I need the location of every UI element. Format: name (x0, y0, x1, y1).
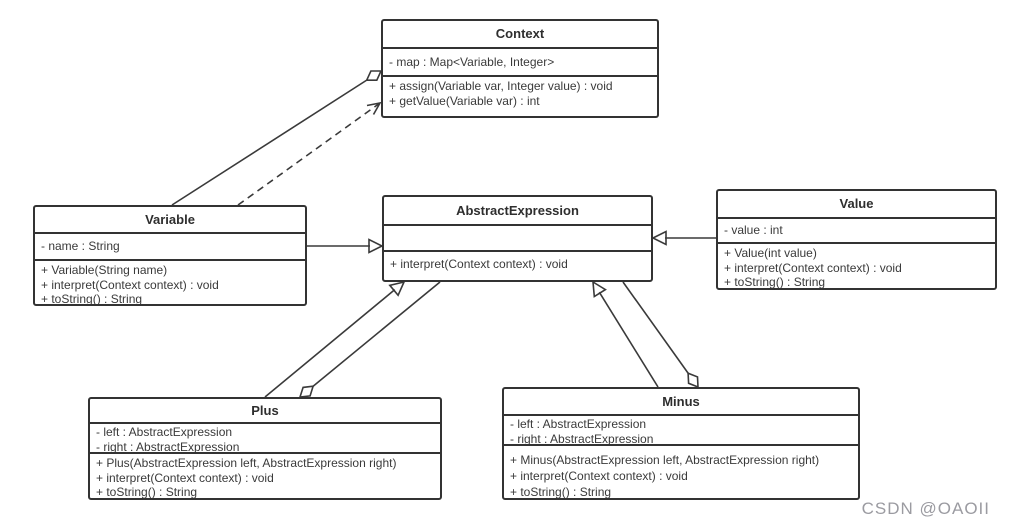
aggregation-line (311, 281, 441, 388)
class-title-value: Value (718, 191, 995, 219)
method-line: + toString() : String (724, 275, 826, 288)
class-box-abstract-expression: AbstractExpression + interpret(Context c… (382, 195, 653, 282)
class-attributes-variable: - name : String (35, 234, 305, 261)
method-line: + interpret(Context context) : void (96, 470, 274, 485)
aggregation-marker (298, 385, 315, 398)
aggregation-line (622, 281, 690, 375)
attribute-line: - right : AbstractExpression (96, 439, 240, 454)
method-line: + toString() : String (96, 485, 198, 498)
method-line: + assign(Variable var, Integer value) : … (389, 79, 613, 93)
class-methods-plus: + Plus(AbstractExpression left, Abstract… (90, 454, 440, 498)
class-box-context: Context - map : Map<Variable, Integer> +… (381, 19, 659, 118)
generalization-marker (651, 230, 667, 246)
class-methods-abstract-expression: + interpret(Context context) : void (384, 252, 651, 280)
method-line: + interpret(Context context) : void (390, 257, 568, 271)
method-line: + toString() : String (41, 292, 143, 304)
method-line: + interpret(Context context) : void (724, 260, 902, 275)
class-title-variable: Variable (35, 207, 305, 234)
class-title-minus: Minus (504, 389, 858, 416)
attribute-line: - name : String (41, 239, 120, 253)
attribute-line: - value : int (724, 223, 783, 237)
csdn-watermark: CSDN @OAOII (861, 499, 990, 518)
method-line: + Minus(AbstractExpression left, Abstrac… (510, 453, 820, 467)
method-line: + Plus(AbstractExpression left, Abstract… (96, 456, 397, 470)
class-attributes-plus: - left : AbstractExpression - right : Ab… (90, 424, 440, 454)
class-attributes-minus: - left : AbstractExpression - right : Ab… (504, 416, 858, 446)
method-line: + Value(int value) (724, 246, 817, 260)
class-box-minus: Minus - left : AbstractExpression - righ… (502, 387, 860, 500)
method-line: + interpret(Context context) : void (510, 469, 688, 483)
aggregation-marker (365, 70, 383, 81)
class-methods-variable: + Variable(String name) + interpret(Cont… (35, 261, 305, 304)
method-line: + interpret(Context context) : void (41, 277, 219, 292)
attribute-line: - right : AbstractExpression (510, 431, 654, 446)
class-attributes-context: - map : Map<Variable, Integer> (383, 49, 657, 77)
generalization-marker (368, 238, 384, 254)
generalization-marker (388, 280, 406, 297)
generalization-line (264, 289, 396, 398)
class-attributes-abstract-expression (384, 226, 651, 252)
class-methods-minus: + Minus(AbstractExpression left, Abstrac… (504, 446, 858, 498)
class-attributes-value: - value : int (718, 219, 995, 244)
class-box-plus: Plus - left : AbstractExpression - right… (88, 397, 442, 500)
aggregation-marker (687, 372, 699, 389)
class-box-value: Value - value : int + Value(int value) +… (716, 189, 997, 290)
method-line: + toString() : String (510, 485, 612, 498)
generalization-line (598, 291, 659, 388)
attribute-line: - left : AbstractExpression (96, 425, 233, 439)
class-methods-value: + Value(int value) + interpret(Context c… (718, 244, 995, 288)
dependency-marker (366, 101, 382, 115)
class-box-variable: Variable - name : String + Variable(Stri… (33, 205, 307, 306)
attribute-line: - left : AbstractExpression (510, 417, 647, 431)
class-title-plus: Plus (90, 399, 440, 424)
generalization-marker (592, 280, 607, 298)
class-title-abstract-expression: AbstractExpression (384, 197, 651, 226)
aggregation-line (171, 78, 368, 206)
method-line: + getValue(Variable var) : int (389, 93, 540, 108)
class-title-context: Context (383, 21, 657, 49)
class-methods-context: + assign(Variable var, Integer value) : … (383, 77, 657, 116)
method-line: + Variable(String name) (41, 263, 168, 277)
dependency-line (237, 102, 380, 206)
attribute-line: - map : Map<Variable, Integer> (389, 55, 555, 69)
